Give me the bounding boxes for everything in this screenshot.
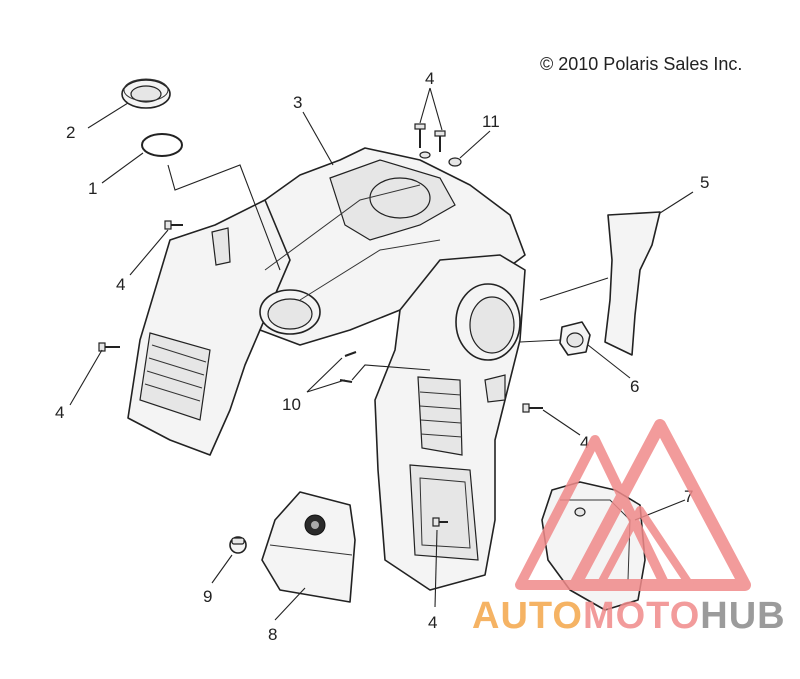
- callout-2: 2: [66, 123, 75, 142]
- callout-4-top: 4: [425, 69, 434, 88]
- part-4-bolt-left-upper: [164, 220, 183, 230]
- callout-4-right: 4: [580, 433, 589, 452]
- leader-lines: [69, 87, 694, 621]
- part-11-washer: [419, 151, 462, 167]
- callout-labels: 2 1 3 4 11 4 4 5 6 4 10 7 9 8 4: [55, 69, 709, 644]
- callout-1: 1: [88, 179, 97, 198]
- center-opening: [259, 289, 321, 335]
- callout-5: 5: [700, 173, 709, 192]
- callout-7: 7: [684, 487, 693, 506]
- watermark-text: AUTOMOTOHUB: [472, 595, 786, 637]
- part-1-o-ring: [141, 133, 183, 157]
- automotohub-watermark: AUTOMOTOHUB: [472, 419, 786, 637]
- callout-6: 6: [630, 377, 639, 396]
- copyright-text: © 2010 Polaris Sales Inc.: [540, 54, 742, 74]
- fastener-bolts: [98, 123, 543, 527]
- part-9-knob: [229, 536, 247, 554]
- watermark-moto: MOTO: [583, 595, 700, 637]
- part-4-bolt-top-2: [434, 130, 446, 152]
- callout-3: 3: [293, 93, 302, 112]
- watermark-triangle-logo: [515, 419, 751, 591]
- callout-10: 10: [282, 395, 301, 414]
- part-5-side-panel: [604, 211, 661, 356]
- part-4-bolt-top-1: [414, 123, 426, 148]
- part-3-front-cab-shroud: [127, 147, 526, 591]
- callout-9: 9: [203, 587, 212, 606]
- lid-latch: [304, 514, 326, 536]
- left-vent: [139, 332, 211, 421]
- callout-8: 8: [268, 625, 277, 644]
- part-4-bolt-right: [522, 403, 543, 413]
- part-4-bolt-left-lower: [98, 342, 120, 352]
- part-8-storage-lid: [261, 491, 356, 603]
- watermark-auto: AUTO: [472, 595, 583, 637]
- callout-4-left-upper: 4: [116, 275, 125, 294]
- callout-11: 11: [482, 112, 500, 131]
- callout-4-bottom: 4: [428, 613, 437, 632]
- part-4-bolt-bottom: [432, 517, 448, 527]
- right-vent: [417, 376, 463, 456]
- part-6-clip: [559, 321, 591, 356]
- callout-4-left-lower: 4: [55, 403, 64, 422]
- part-10-fasteners: [339, 351, 357, 383]
- part-2-gasket: [121, 78, 171, 109]
- watermark-hub: HUB: [700, 595, 785, 637]
- right-opening: [455, 283, 521, 361]
